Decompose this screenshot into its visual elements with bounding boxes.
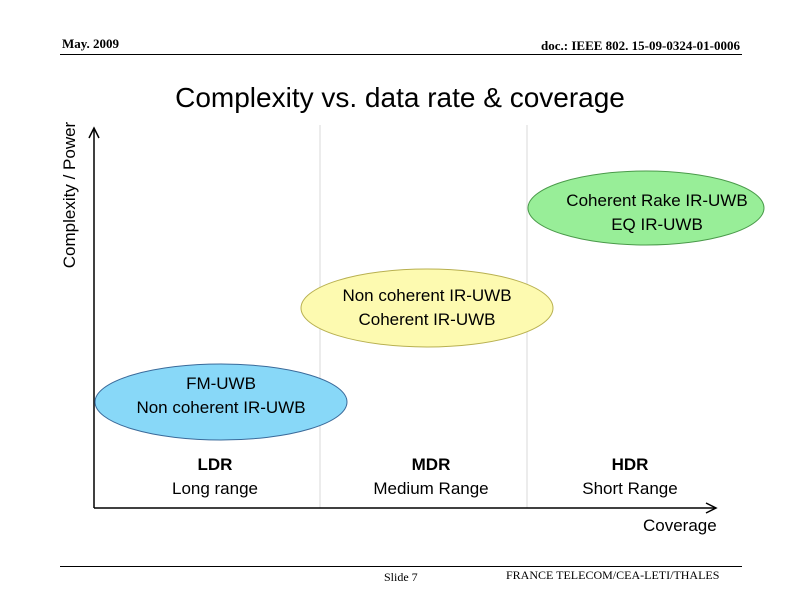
header-doc-id: doc.: IEEE 802. 15-09-0324-01-0006 <box>541 38 740 53</box>
column-hdr-code: HDR <box>611 455 649 474</box>
ellipse-ldr-line-2: Non coherent IR-UWB <box>136 398 306 417</box>
slide-title: Complexity vs. data rate & coverage <box>175 82 625 113</box>
ellipse-ldr <box>94 363 348 441</box>
ellipse-mdr-text: Non coherent IR-UWB Coherent IR-UWB <box>342 284 511 332</box>
x-axis-arrow <box>705 502 718 514</box>
ellipse-hdr-line-1: Coherent Rake IR-UWB <box>566 191 748 210</box>
ellipse-mdr-line-1: Non coherent IR-UWB <box>342 286 512 305</box>
footer-slide-number: Slide 7 <box>384 570 418 584</box>
column-mdr-code: MDR <box>411 455 451 474</box>
ellipse-hdr-text: Coherent Rake IR-UWB EQ IR-UWB <box>566 189 747 237</box>
column-mdr: MDR Medium Range <box>331 453 531 501</box>
ellipse-mdr-line-2: Coherent IR-UWB <box>358 310 496 329</box>
column-ldr-code: LDR <box>197 455 233 474</box>
ellipse-hdr-line-2: EQ IR-UWB <box>611 215 703 234</box>
column-ldr-range: Long range <box>171 479 259 498</box>
column-mdr-range: Medium Range <box>373 479 489 498</box>
ellipse-ldr-line-1: FM-UWB <box>186 374 256 393</box>
footer-rule <box>60 566 742 567</box>
x-axis-label: Coverage <box>643 516 717 535</box>
ellipse-hdr <box>527 170 765 246</box>
header-date: May. 2009 <box>62 36 120 51</box>
ellipse-ldr-text: FM-UWB Non coherent IR-UWB <box>136 372 305 420</box>
ellipse-mdr <box>300 268 554 348</box>
y-axis-label: Complexity / Power <box>60 121 79 269</box>
footer-organization: FRANCE TELECOM/CEA-LETI/THALES <box>506 568 720 582</box>
column-hdr-range: Short Range <box>582 479 678 498</box>
column-hdr: HDR Short Range <box>530 453 730 501</box>
y-axis-arrow <box>88 126 100 139</box>
column-ldr: LDR Long range <box>115 453 315 501</box>
header-rule <box>60 54 742 55</box>
